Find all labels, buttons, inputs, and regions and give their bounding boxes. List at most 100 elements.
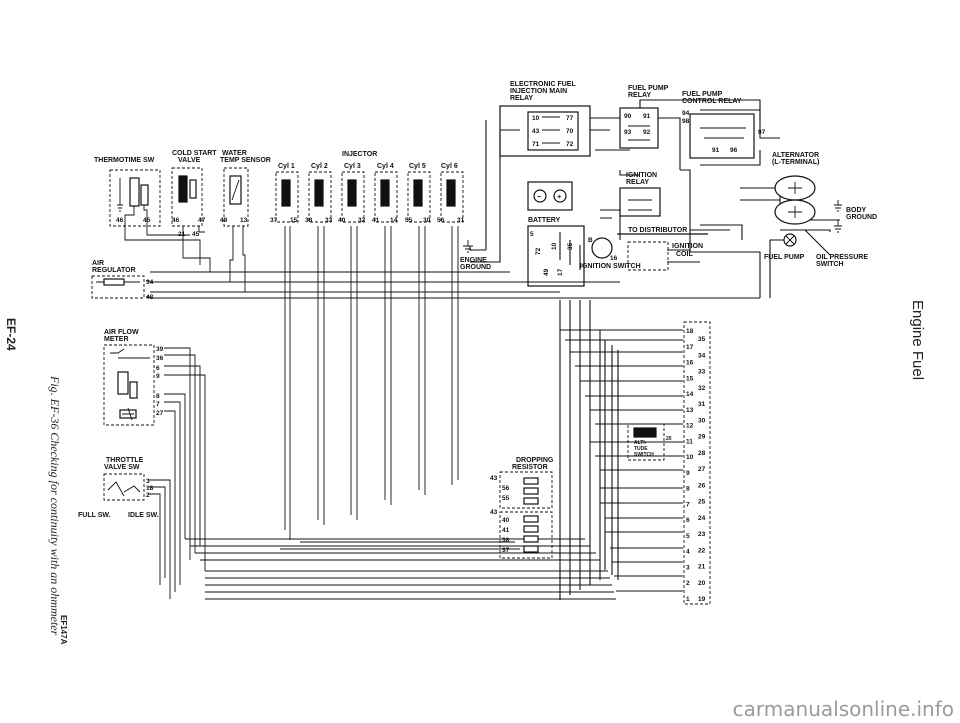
connector-left-terminal: 9 bbox=[686, 470, 690, 477]
connector-left-terminal: 18 bbox=[686, 328, 694, 335]
dropping-1-terminal-1: 43 bbox=[490, 475, 498, 482]
thermotime-terminal-2: 45 bbox=[143, 217, 151, 224]
ignition-relay-label-1: IGNITION bbox=[626, 172, 657, 179]
fpc-terminal-2: 98 bbox=[682, 118, 690, 125]
alternator: ALTERNATOR (L-TERMINAL) bbox=[772, 152, 842, 233]
oil-pressure-label-2: SWITCH bbox=[816, 261, 844, 268]
connector-right-terminal: 30 bbox=[698, 417, 706, 424]
engine-ground: ENGINE GROUND bbox=[460, 240, 491, 271]
throttle-terminal-1: 3 bbox=[146, 478, 150, 485]
body-ground-label-2: GROUND bbox=[846, 214, 877, 221]
oil-pressure-label-1: OIL PRESSURE bbox=[816, 254, 868, 261]
air-flow-terminal-4: 9 bbox=[156, 373, 160, 380]
connector-left-terminal: 10 bbox=[686, 454, 694, 461]
battery: − + BATTERY bbox=[527, 181, 573, 224]
ignition-terminal-16: 16 bbox=[610, 255, 618, 262]
alternator-label-2: (L-TERMINAL) bbox=[772, 159, 819, 166]
cyl3-terminal-2: 32 bbox=[358, 217, 366, 224]
cyl1-terminal-1: 37 bbox=[270, 217, 278, 224]
fpc-terminal-5: 97 bbox=[758, 129, 766, 136]
harness-wires bbox=[124, 99, 840, 600]
air-flow-terminal-7: 27 bbox=[156, 410, 164, 417]
ignition-coil-label-2: COIL bbox=[676, 251, 693, 258]
air-flow-label-2: METER bbox=[104, 336, 129, 343]
cyl6-terminal-1: 56 bbox=[437, 217, 445, 224]
connector-left-terminal: 8 bbox=[686, 486, 690, 493]
connector-right-terminal: 33 bbox=[698, 369, 706, 376]
alti-terminal: 20 bbox=[666, 436, 672, 442]
fp-terminal-2: 91 bbox=[643, 113, 651, 120]
efi-terminal-1: 10 bbox=[532, 115, 540, 122]
ignition-relay-label-2: RELAY bbox=[626, 179, 649, 186]
dropping-2-terminal-1: 43 bbox=[490, 509, 498, 516]
air-regulator-label-1: AIR bbox=[92, 260, 104, 267]
dropping-2-terminal-2: 40 bbox=[502, 517, 510, 524]
bat-terminal-1: 5 bbox=[530, 231, 534, 238]
dropping-2-terminal-5: 37 bbox=[502, 547, 510, 554]
watermark: carmanualsonline.info bbox=[732, 697, 954, 721]
dropping-1-terminal-2: 56 bbox=[502, 485, 510, 492]
connector-right-terminal: 28 bbox=[698, 450, 706, 457]
fuel-pump: FUEL PUMP OIL PRESSURE SWITCH bbox=[764, 233, 868, 268]
alti-label-1: ALTI- bbox=[634, 440, 647, 446]
fuel-pump-control-relay: FUEL PUMP CONTROL RELAY 94 98 91 96 97 bbox=[682, 91, 766, 159]
connector-left-terminal: 3 bbox=[686, 564, 690, 571]
cyl4-terminal-1: 41 bbox=[372, 217, 380, 224]
connector-right-terminal: 22 bbox=[698, 547, 706, 554]
bat-terminal-5: 49 bbox=[543, 268, 550, 276]
air-regulator: AIR REGULATOR 34 48 bbox=[91, 260, 154, 301]
engine-ground-label-2: GROUND bbox=[460, 264, 491, 271]
air-regulator-terminal-2: 48 bbox=[146, 294, 154, 301]
bat-terminal-6: 17 bbox=[557, 268, 564, 276]
connector-right-terminal: 34 bbox=[698, 352, 706, 359]
ignition-terminal-b: B bbox=[588, 237, 593, 244]
fp-terminal-1: 90 bbox=[624, 113, 632, 120]
cold-start-terminal-1: 46 bbox=[172, 217, 180, 224]
connector-left-terminal: 15 bbox=[686, 375, 694, 382]
dropping-2-terminal-4: 38 bbox=[502, 537, 510, 544]
efi-relay-label-2: INJECTION MAIN bbox=[510, 88, 567, 95]
page-number: EF-24 bbox=[4, 318, 18, 351]
connector-left-terminal: 12 bbox=[686, 423, 694, 430]
air-flow-terminal-5: 8 bbox=[156, 393, 160, 400]
connector-right-terminal: 32 bbox=[698, 385, 706, 392]
engine-ground-label-1: ENGINE bbox=[460, 257, 487, 264]
altitude-switch: ALTI- TUDE SWITCH 20 bbox=[627, 423, 672, 461]
alti-label-3: SWITCH bbox=[634, 452, 654, 458]
water-temp-terminal-2: 13 bbox=[240, 217, 248, 224]
connector-right-terminal: 20 bbox=[698, 580, 706, 587]
connector-right-terminal: 21 bbox=[698, 564, 706, 571]
cold-start-valve: COLD START VALVE 46 47 21 45 bbox=[171, 150, 217, 238]
efi-terminal-2: 77 bbox=[566, 115, 574, 122]
cold-start-label-1: COLD START bbox=[172, 150, 217, 157]
connector-right-terminal: 27 bbox=[698, 466, 706, 473]
dropping-resistor: DROPPING RESISTOR 43 56 55 43 40 41 38 3… bbox=[490, 457, 554, 559]
thermotime-switch: THERMOTIME SW 46 45 bbox=[94, 157, 161, 227]
water-label-1: WATER bbox=[222, 150, 247, 157]
injector-label: INJECTOR bbox=[342, 151, 377, 158]
connector-left-terminal: 7 bbox=[686, 501, 690, 508]
efi-terminal-4: 70 bbox=[566, 128, 574, 135]
cyl5-terminal-2: 30 bbox=[423, 217, 431, 224]
cyl5-label: Cyl 5 bbox=[409, 163, 426, 170]
full-sw-label: FULL SW. bbox=[78, 512, 111, 519]
cold-start-terminal-3: 21 bbox=[178, 231, 186, 238]
fp-terminal-3: 93 bbox=[624, 129, 632, 136]
fp-terminal-4: 92 bbox=[643, 129, 651, 136]
air-flow-label-1: AIR FLOW bbox=[104, 329, 139, 336]
alti-label-2: TUDE bbox=[634, 446, 648, 452]
bat-terminal-4: 35 bbox=[567, 242, 574, 250]
cyl5-terminal-1: 55 bbox=[405, 217, 413, 224]
connector-right-terminal: 26 bbox=[698, 482, 706, 489]
efi-relay-label-1: ELECTRONIC FUEL bbox=[510, 81, 576, 88]
dropping-label-1: DROPPING bbox=[516, 457, 554, 464]
section-title: Engine Fuel bbox=[909, 300, 926, 381]
fp-relay-label-2: RELAY bbox=[628, 92, 651, 99]
connector-left-terminal: 6 bbox=[686, 517, 690, 524]
connector-left-terminal: 4 bbox=[686, 549, 690, 556]
fuel-pump-relay: FUEL PUMP RELAY 90 91 93 92 bbox=[619, 85, 669, 149]
